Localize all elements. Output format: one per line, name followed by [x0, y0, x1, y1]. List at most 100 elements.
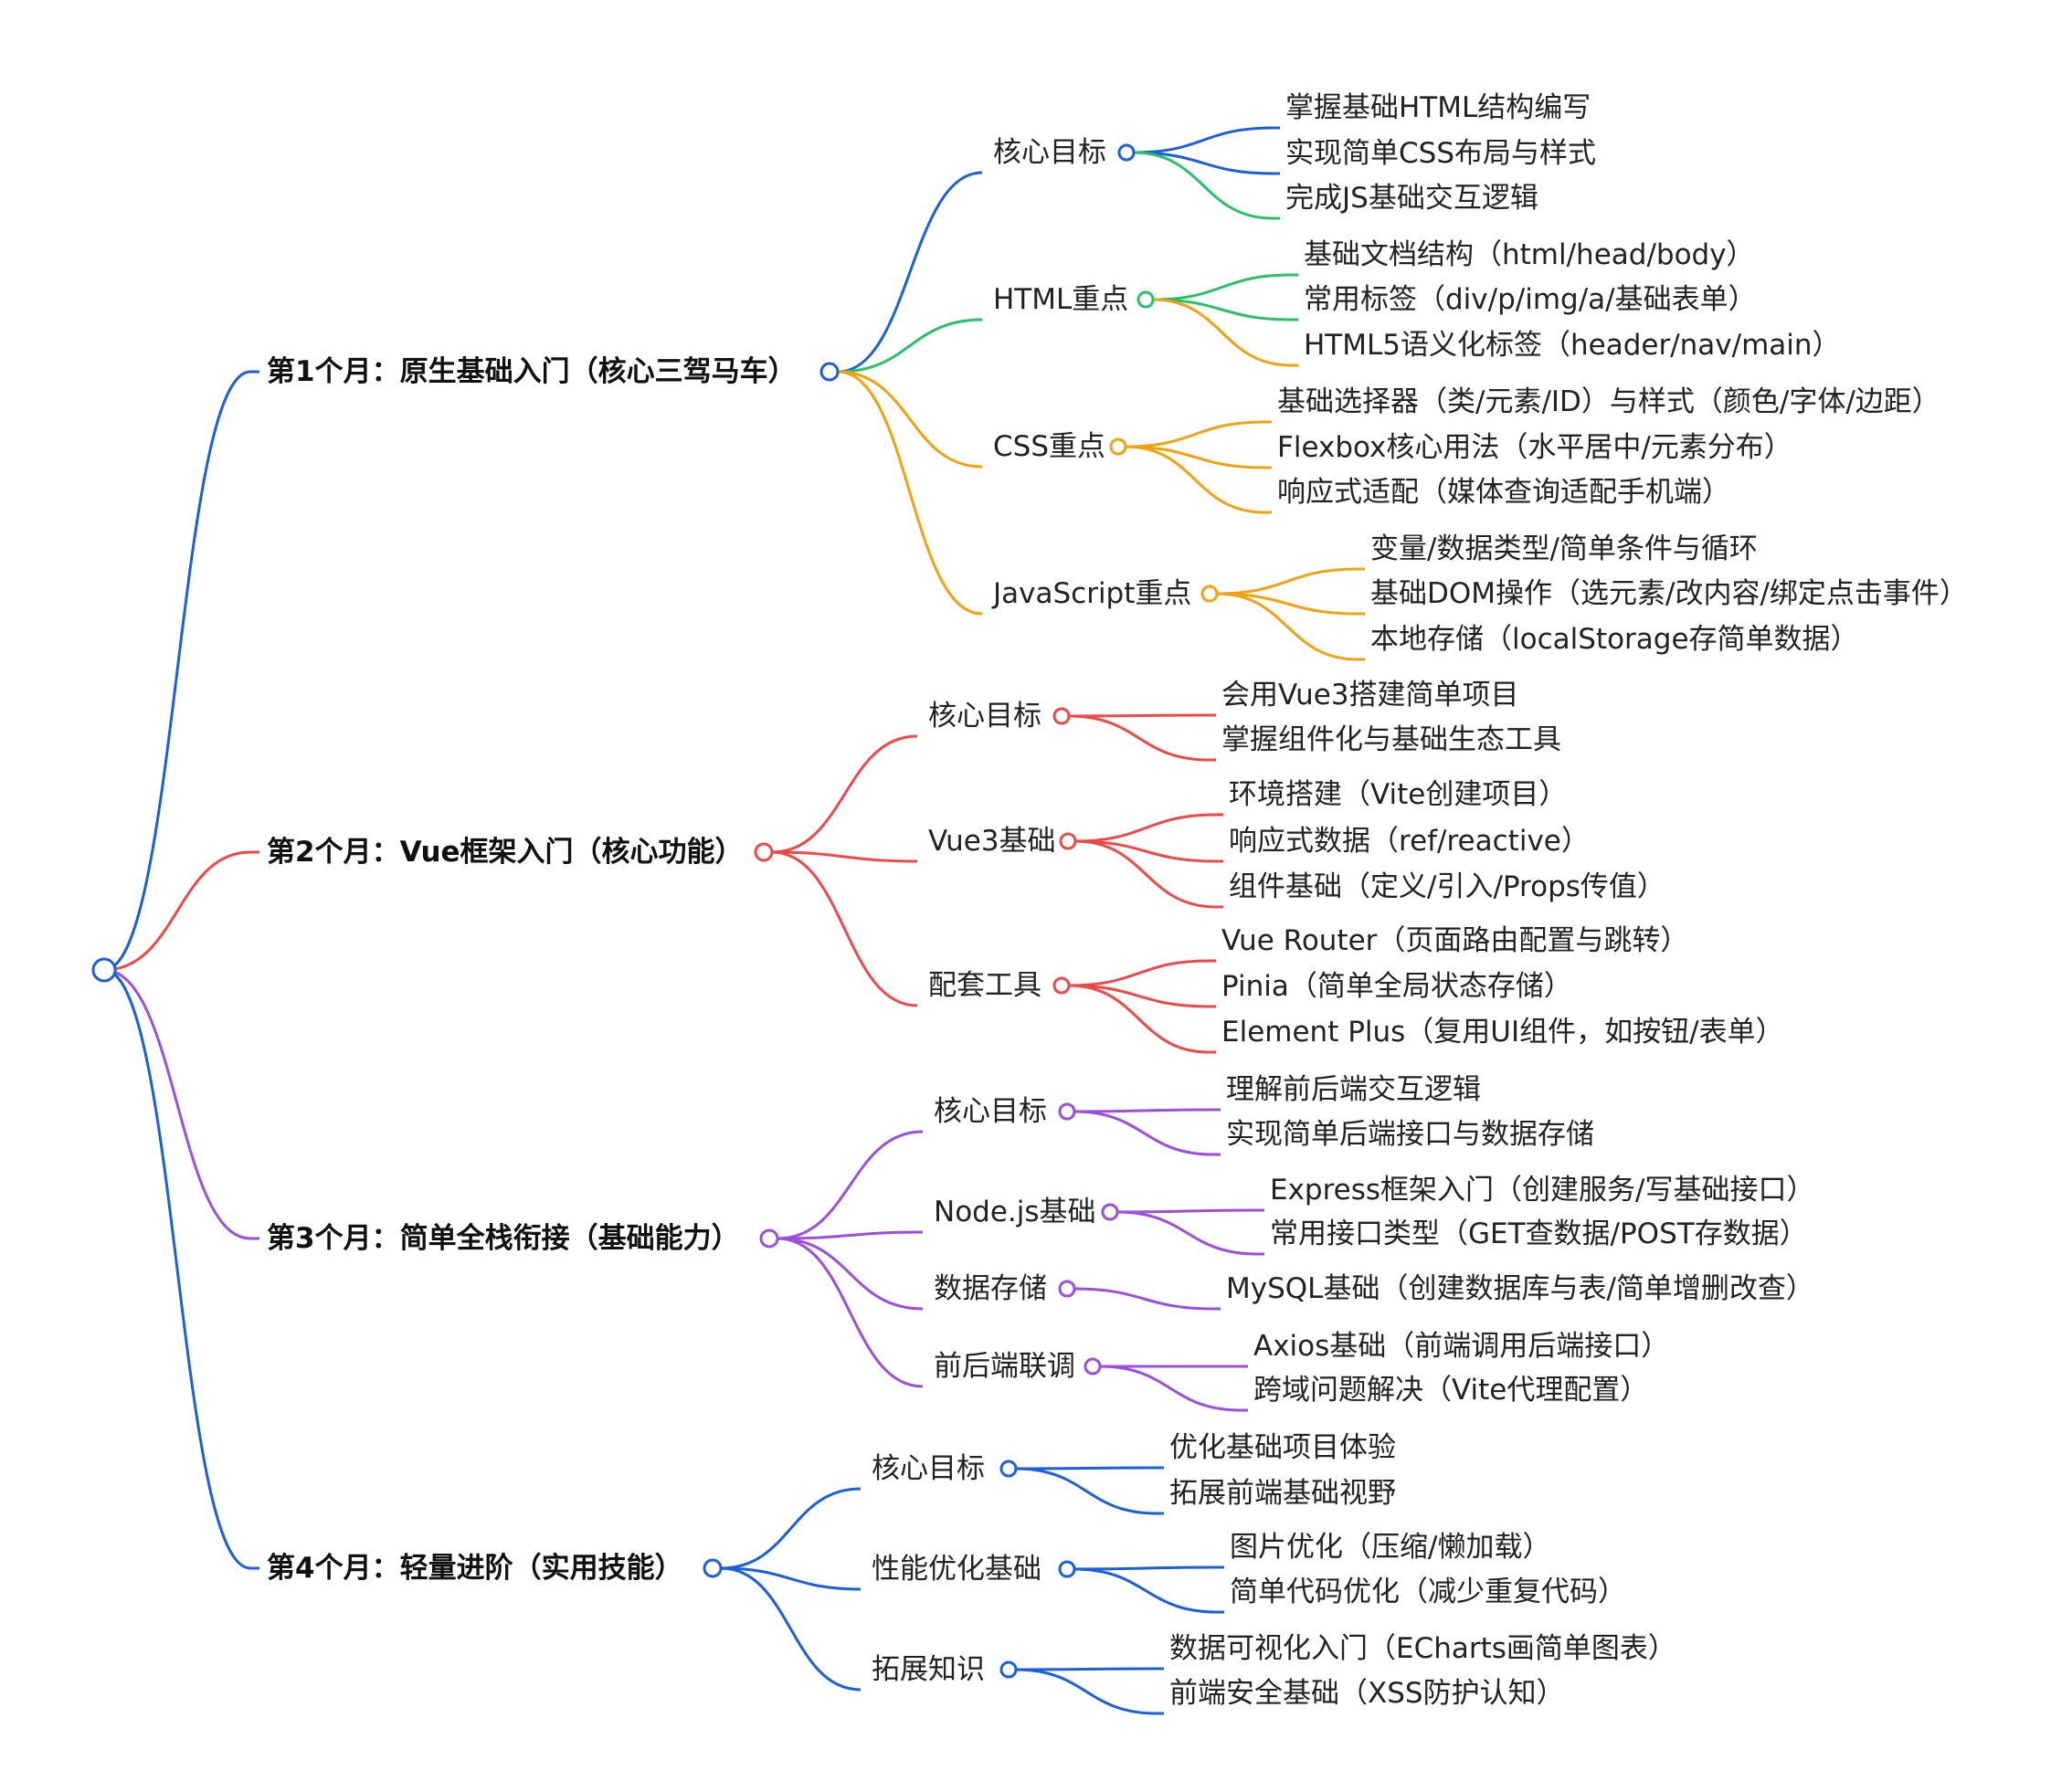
item-edge [1133, 151, 1274, 175]
group-label[interactable]: 配套工具 [928, 969, 1041, 1002]
item-label[interactable]: Flexbox核心用法（水平居中/元素分布） [1277, 431, 1792, 464]
group-collapse-dot[interactable] [1058, 1560, 1076, 1578]
item-label[interactable]: 基础文档结构（html/head/body） [1304, 238, 1755, 271]
item-edge [1068, 714, 1210, 762]
item-label[interactable]: 掌握组件化与基础生态工具 [1221, 723, 1561, 756]
root-to-month-4-edge [103, 968, 251, 1570]
group-label[interactable]: 性能优化基础 [872, 1553, 1041, 1586]
item-label[interactable]: 本地存储（localStorage存简单数据） [1370, 623, 1859, 656]
root-to-month-2-edge [103, 850, 251, 972]
group-collapse-dot[interactable] [1117, 143, 1136, 162]
item-label[interactable]: 实现简单CSS布局与样式 [1285, 137, 1596, 170]
group-collapse-dot[interactable] [1058, 1280, 1076, 1298]
group-collapse-dot[interactable] [1200, 585, 1219, 603]
group-collapse-dot[interactable] [1058, 1102, 1076, 1121]
item-label[interactable]: Express框架入门（创建服务/写基础接口） [1270, 1174, 1815, 1207]
group-label[interactable]: 核心目标 [928, 700, 1041, 733]
month-2-label[interactable]: 第2个月：Vue框架入门（核心功能） [267, 836, 744, 869]
item-label[interactable]: 跨域问题解决（Vite代理配置） [1253, 1374, 1648, 1407]
edges-layer [103, 126, 1365, 1715]
item-label[interactable]: Element Plus（复用UI组件，如按钮/表单） [1221, 1016, 1784, 1049]
group-label[interactable]: 核心目标 [872, 1452, 985, 1485]
group-collapse-dot[interactable] [1059, 832, 1077, 850]
month-3-group-1-edge [777, 1130, 924, 1240]
month-4-label[interactable]: 第4个月：轻量进阶（实用技能） [267, 1552, 683, 1585]
month-1-group-2-edge [837, 318, 983, 374]
item-label[interactable]: 理解前后端交互逻辑 [1226, 1073, 1481, 1106]
group-collapse-dot[interactable] [1101, 1203, 1119, 1221]
month-1-collapse-dot[interactable] [819, 362, 840, 382]
item-edge [1073, 1565, 1218, 1571]
item-label[interactable]: 变量/数据类型/简单条件与循环 [1370, 532, 1758, 565]
item-label[interactable]: 简单代码优化（减少重复代码） [1230, 1576, 1626, 1608]
item-label[interactable]: 优化基础项目体验 [1169, 1431, 1396, 1464]
item-label[interactable]: Vue Router（页面路由配置与跳转） [1221, 924, 1688, 957]
month-2-collapse-dot[interactable] [754, 842, 774, 862]
group-label[interactable]: HTML重点 [993, 283, 1128, 316]
item-edge [1116, 1210, 1258, 1256]
group-label[interactable]: 前后端联调 [934, 1350, 1075, 1383]
group-collapse-dot[interactable] [999, 1460, 1018, 1478]
month-1-label[interactable]: 第1个月：原生基础入门（核心三驾马车） [267, 355, 797, 388]
item-label[interactable]: MySQL基础（创建数据库与表/简单增删改查） [1226, 1272, 1814, 1305]
month-4-group-3-edge [720, 1566, 862, 1692]
item-label[interactable]: 完成JS基础交互逻辑 [1285, 182, 1538, 215]
item-edge [1133, 151, 1274, 220]
group-label[interactable]: CSS重点 [993, 430, 1105, 463]
item-label[interactable]: 基础DOM操作（选元素/改内容/绑定点击事件） [1370, 577, 1968, 610]
month-3-group-4-edge [777, 1237, 924, 1388]
item-label[interactable]: 环境搭建（Vite创建项目） [1229, 778, 1567, 811]
item-label[interactable]: 图片优化（压缩/懒加载） [1230, 1531, 1550, 1564]
item-edge [1125, 445, 1265, 469]
item-label[interactable]: 会用Vue3搭建简单项目 [1221, 679, 1519, 712]
group-label[interactable]: Node.js基础 [934, 1196, 1096, 1228]
item-label[interactable]: 组件基础（定义/引入/Props传值） [1229, 870, 1665, 903]
item-label[interactable]: 前端安全基础（XSS防护认知） [1169, 1677, 1565, 1710]
item-edge [1152, 298, 1292, 367]
root-node-dot[interactable] [91, 957, 117, 983]
item-edge [1015, 1467, 1158, 1515]
item-label[interactable]: 常用标签（div/p/img/a/基础表单） [1304, 283, 1757, 316]
item-label[interactable]: Axios基础（前端调用后端接口） [1253, 1330, 1669, 1363]
group-label[interactable]: 数据存储 [934, 1272, 1047, 1305]
item-edge [1216, 592, 1358, 616]
item-edge [1015, 1668, 1158, 1715]
item-edge [1068, 984, 1210, 1008]
item-edge [1099, 1365, 1242, 1412]
month-3-collapse-dot[interactable] [759, 1228, 779, 1249]
group-label[interactable]: 核心目标 [993, 136, 1106, 169]
group-label[interactable]: 核心目标 [934, 1095, 1047, 1128]
group-label[interactable]: Vue3基础 [928, 825, 1056, 858]
item-label[interactable]: 基础选择器（类/元素/ID）与样式（颜色/字体/边距） [1277, 385, 1940, 418]
item-label[interactable]: 数据可视化入门（ECharts画简单图表） [1169, 1632, 1676, 1665]
group-collapse-dot[interactable] [1109, 437, 1127, 456]
month-3-label[interactable]: 第3个月：简单全栈衔接（基础能力） [267, 1222, 740, 1255]
month-1-group-3-edge [837, 370, 983, 469]
month-4-collapse-dot[interactable] [703, 1558, 723, 1578]
item-edge [1116, 1208, 1258, 1214]
item-label[interactable]: 响应式数据（ref/reactive） [1229, 825, 1590, 858]
month-2-group-3-edge [771, 850, 918, 1007]
month-2-group-1-edge [771, 734, 918, 854]
item-edge [1216, 567, 1358, 596]
item-label[interactable]: 拓展前端基础视野 [1169, 1477, 1396, 1510]
group-label[interactable]: 拓展知识 [872, 1653, 985, 1686]
item-label[interactable]: 响应式适配（媒体查询适配手机端） [1277, 476, 1730, 509]
item-label[interactable]: 掌握基础HTML结构编写 [1285, 91, 1591, 124]
item-label[interactable]: 实现简单后端接口与数据存储 [1226, 1118, 1594, 1151]
item-label[interactable]: Pinia（简单全局状态存储） [1221, 970, 1572, 1003]
month-4-group-2-edge [720, 1566, 862, 1591]
item-edge [1068, 984, 1210, 1054]
group-collapse-dot[interactable] [999, 1660, 1018, 1679]
group-label[interactable]: JavaScript重点 [991, 577, 1191, 610]
group-collapse-dot[interactable] [1052, 976, 1071, 995]
nodes-layer: 第1个月：原生基础入门（核心三驾马车） 核心目标 掌握基础HTML结构编写实现简单C… [91, 91, 1968, 1710]
item-label[interactable]: 常用接口类型（GET查数据/POST存数据） [1270, 1218, 1808, 1250]
group-collapse-dot[interactable] [1136, 290, 1155, 309]
item-label[interactable]: HTML5语义化标签（header/nav/main） [1304, 329, 1841, 362]
item-edge [1125, 420, 1265, 448]
group-collapse-dot[interactable] [1084, 1357, 1102, 1376]
group-collapse-dot[interactable] [1052, 707, 1071, 725]
root-to-month-1-edge [103, 370, 251, 972]
item-edge [1152, 298, 1292, 322]
